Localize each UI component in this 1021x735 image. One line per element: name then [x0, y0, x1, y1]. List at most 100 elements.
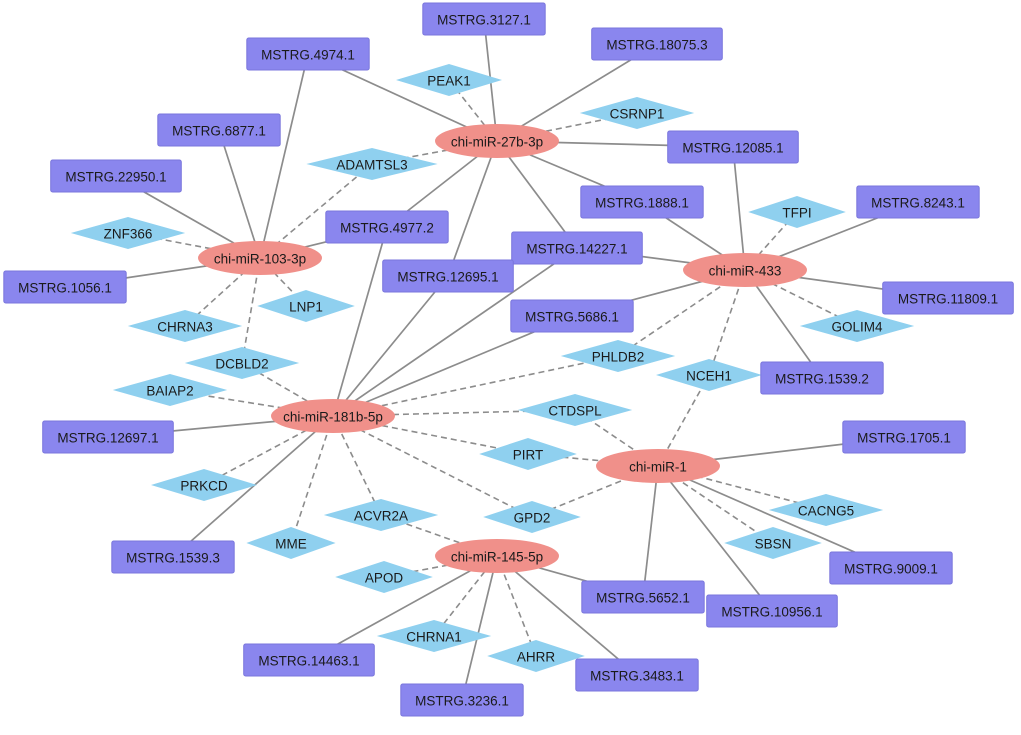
node-label: PEAK1 — [427, 74, 471, 89]
mrna-diamond — [479, 438, 577, 470]
mrna-node-phldb2[interactable]: PHLDB2 — [560, 340, 676, 372]
mrna-diamond — [560, 340, 676, 372]
lncrna-node-mstrg-4977-2[interactable]: MSTRG.4977.2 — [325, 210, 449, 244]
node-label: NCEH1 — [686, 369, 732, 384]
mrna-node-znf366[interactable]: ZNF366 — [70, 217, 186, 249]
edge-chi-mir-27b-3p-to-mstrg-12695-1 — [447, 140, 498, 277]
node-label: MSTRG.1539.2 — [775, 372, 869, 387]
lncrna-node-mstrg-11809-1[interactable]: MSTRG.11809.1 — [882, 281, 1014, 315]
mrna-node-chrna1[interactable]: CHRNA1 — [376, 620, 492, 652]
lncrna-node-mstrg-10956-1[interactable]: MSTRG.10956.1 — [706, 594, 838, 628]
mrna-node-golim4[interactable]: GOLIM4 — [799, 310, 915, 342]
node-label: AHRR — [517, 650, 556, 665]
mrna-node-gpd2[interactable]: GPD2 — [483, 501, 581, 533]
node-label: chi-miR-433 — [709, 264, 782, 279]
mrna-node-ctdspl[interactable]: CTDSPL — [517, 394, 633, 426]
lncrna-node-mstrg-5652-1[interactable]: MSTRG.5652.1 — [581, 580, 705, 614]
mirna-ellipse — [198, 241, 322, 275]
lncrna-node-mstrg-9009-1[interactable]: MSTRG.9009.1 — [829, 551, 953, 585]
lncrna-node-mstrg-4974-1[interactable]: MSTRG.4974.1 — [246, 37, 370, 71]
mirna-node-chi-mir-27b-3p[interactable]: chi-miR-27b-3p — [435, 124, 559, 158]
lncrna-node-mstrg-14227-1[interactable]: MSTRG.14227.1 — [511, 231, 643, 265]
lncrna-node-mstrg-18075-3[interactable]: MSTRG.18075.3 — [591, 27, 723, 61]
mrna-node-pirt[interactable]: PIRT — [479, 438, 577, 470]
mrna-diamond — [151, 469, 257, 501]
mrna-node-apod[interactable]: APOD — [335, 561, 433, 593]
lncrna-node-mstrg-1539-2[interactable]: MSTRG.1539.2 — [760, 361, 884, 395]
mrna-node-csrnp1[interactable]: CSRNP1 — [579, 97, 695, 129]
lncrna-node-mstrg-5686-1[interactable]: MSTRG.5686.1 — [510, 299, 634, 333]
lncrna-rect — [422, 2, 546, 36]
lncrna-node-mstrg-12697-1[interactable]: MSTRG.12697.1 — [42, 420, 174, 454]
mirna-node-chi-mir-433[interactable]: chi-miR-433 — [683, 253, 807, 287]
node-label: chi-miR-1 — [629, 460, 687, 475]
lncrna-node-mstrg-12695-1[interactable]: MSTRG.12695.1 — [382, 259, 514, 293]
lncrna-node-mstrg-1705-1[interactable]: MSTRG.1705.1 — [842, 420, 966, 454]
lncrna-rect — [760, 361, 884, 395]
node-label: chi-miR-145-5p — [451, 550, 543, 565]
lncrna-node-mstrg-8243-1[interactable]: MSTRG.8243.1 — [856, 185, 980, 219]
node-label: chi-miR-181b-5p — [283, 410, 383, 425]
node-label: ADAMTSL3 — [336, 158, 407, 173]
mrna-node-tfpi[interactable]: TFPI — [748, 196, 846, 228]
mrna-node-acvr2a[interactable]: ACVR2A — [323, 499, 439, 531]
lncrna-rect — [706, 594, 838, 628]
lncrna-node-mstrg-3236-1[interactable]: MSTRG.3236.1 — [400, 683, 524, 717]
node-label: MSTRG.12695.1 — [397, 270, 498, 285]
node-label: PIRT — [513, 448, 544, 463]
lncrna-node-mstrg-14463-1[interactable]: MSTRG.14463.1 — [243, 643, 375, 677]
lncrna-node-mstrg-12085-1[interactable]: MSTRG.12085.1 — [667, 130, 799, 164]
lncrna-rect — [510, 299, 634, 333]
edge-chi-mir-181b-5p-to-mme — [290, 415, 334, 544]
mrna-diamond — [579, 97, 695, 129]
lncrna-node-mstrg-1539-3[interactable]: MSTRG.1539.3 — [111, 540, 235, 574]
lncrna-rect — [511, 231, 643, 265]
lncrna-node-mstrg-3127-1[interactable]: MSTRG.3127.1 — [422, 2, 546, 36]
mrna-node-prkcd[interactable]: PRKCD — [151, 469, 257, 501]
edge-chi-mir-103-3p-to-dcbld2 — [241, 257, 261, 364]
node-label: MSTRG.4977.2 — [340, 221, 434, 236]
lncrna-rect — [246, 37, 370, 71]
mirna-node-chi-mir-1[interactable]: chi-miR-1 — [596, 449, 720, 483]
edge-chi-mir-1-to-nceh1 — [657, 374, 710, 467]
node-label: MSTRG.1705.1 — [857, 431, 951, 446]
mrna-diamond — [748, 196, 846, 228]
node-label: MSTRG.6877.1 — [172, 124, 266, 139]
mirna-node-chi-mir-181b-5p[interactable]: chi-miR-181b-5p — [271, 399, 395, 433]
edge-chi-mir-181b-5p-to-gpd2 — [332, 415, 533, 518]
mrna-node-cacng5[interactable]: CACNG5 — [768, 494, 884, 526]
node-label: MSTRG.5652.1 — [596, 591, 690, 606]
mrna-node-lnp1[interactable]: LNP1 — [257, 290, 355, 322]
mrna-node-peak1[interactable]: PEAK1 — [396, 64, 502, 96]
mrna-node-ahrr[interactable]: AHRR — [487, 640, 585, 672]
mrna-diamond — [127, 310, 243, 342]
lncrna-node-mstrg-1888-1[interactable]: MSTRG.1888.1 — [580, 185, 704, 219]
mirna-node-chi-mir-103-3p[interactable]: chi-miR-103-3p — [198, 241, 322, 275]
lncrna-node-mstrg-3483-1[interactable]: MSTRG.3483.1 — [575, 658, 699, 692]
node-label: CACNG5 — [798, 504, 854, 519]
lncrna-node-mstrg-1056-1[interactable]: MSTRG.1056.1 — [3, 270, 127, 304]
node-label: GOLIM4 — [831, 320, 883, 335]
mrna-diamond — [246, 527, 336, 559]
node-label: DCBLD2 — [215, 357, 268, 372]
mrna-node-adamtsl3[interactable]: ADAMTSL3 — [306, 148, 438, 180]
edge-chi-mir-103-3p-to-mstrg-4974-1 — [259, 53, 309, 259]
mrna-node-dcbld2[interactable]: DCBLD2 — [184, 347, 300, 379]
mrna-diamond — [306, 148, 438, 180]
mirna-node-chi-mir-145-5p[interactable]: chi-miR-145-5p — [435, 539, 559, 573]
mrna-node-nceh1[interactable]: NCEH1 — [656, 359, 762, 391]
edge-chi-mir-433-to-nceh1 — [708, 269, 746, 376]
lncrna-rect — [382, 259, 514, 293]
lncrna-node-mstrg-22950-1[interactable]: MSTRG.22950.1 — [50, 159, 182, 193]
edge-chi-mir-1-to-mstrg-5652-1 — [642, 465, 659, 598]
mrna-diamond — [487, 640, 585, 672]
mrna-node-chrna3[interactable]: CHRNA3 — [127, 310, 243, 342]
lncrna-rect — [157, 113, 281, 147]
node-label: CHRNA1 — [406, 630, 462, 645]
mrna-node-baiap2[interactable]: BAIAP2 — [112, 374, 228, 406]
lncrna-node-mstrg-6877-1[interactable]: MSTRG.6877.1 — [157, 113, 281, 147]
mrna-node-sbsn[interactable]: SBSN — [724, 527, 822, 559]
edge-chi-mir-433-to-mstrg-12085-1 — [732, 146, 746, 271]
node-label: MSTRG.9009.1 — [844, 562, 938, 577]
mrna-node-mme[interactable]: MME — [246, 527, 336, 559]
